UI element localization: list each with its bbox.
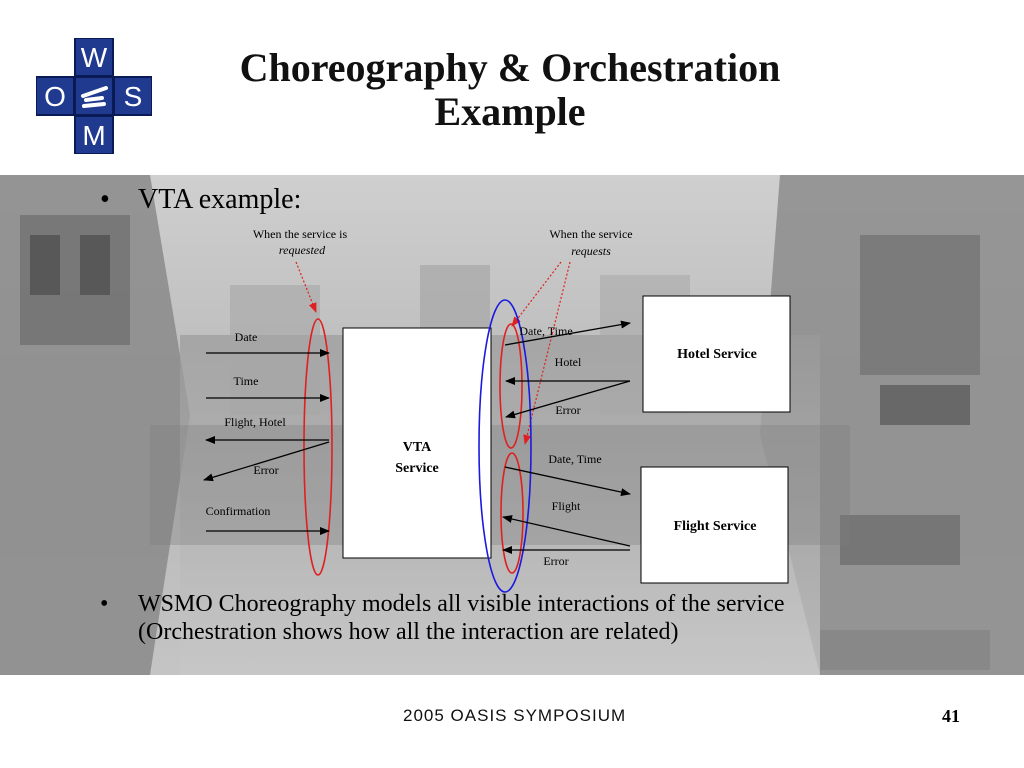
pointer-requested: [295, 261, 317, 313]
bullet-text: VTA example:: [138, 184, 302, 215]
annotation-requested-line1: When the service is: [253, 227, 348, 241]
bullet-wsmo-choreography: • WSMO Choreography models all visible i…: [100, 590, 980, 646]
label-date-time-2: Date, Time: [548, 452, 601, 466]
label-flight-hotel: Flight, Hotel: [224, 415, 286, 429]
background-photo: [0, 175, 1024, 675]
logo-letter-o: O: [44, 81, 66, 112]
logo-letter-w: W: [81, 42, 108, 73]
vta-label-line1: VTA: [403, 440, 432, 455]
label-error-left: Error: [253, 463, 278, 477]
arrow-hotel-error: [505, 380, 631, 419]
hotel-service-label: Hotel Service: [677, 347, 757, 362]
bullet-dot: •: [100, 184, 110, 215]
wsmo-logo: W O S M: [36, 38, 152, 154]
bullet-text-line2: (Orchestration shows how all the interac…: [138, 619, 679, 645]
slide-title-line1: Choreography & Orchestration: [239, 45, 781, 90]
annotation-requested-line2: requested: [279, 243, 326, 257]
vta-service-box: [342, 327, 492, 559]
bullet-vta-example: • VTA example:: [100, 184, 301, 216]
arrow-date-time-flight: [504, 466, 631, 497]
logo-letter-s: S: [124, 81, 143, 112]
arrow-flight-response: [502, 515, 631, 547]
flight-service-label: Flight Service: [674, 519, 757, 534]
annotation-requests-line2: requests: [571, 244, 611, 258]
slide-title: Choreography & Orchestration Example: [170, 46, 850, 134]
bullet-dot: •: [100, 591, 109, 617]
vta-label-line2: Service: [395, 461, 439, 476]
hotel-interaction-ellipse: [499, 323, 523, 449]
slide-title-line2: Example: [434, 89, 586, 134]
label-time: Time: [234, 374, 259, 388]
annotation-requests-line1: When the service: [549, 227, 632, 241]
hotel-service-box: [642, 295, 791, 413]
orchestration-ellipse: [478, 299, 532, 593]
footer-text: 2005 OASIS Symposium: [403, 706, 627, 725]
pointer-requests-1: [511, 261, 562, 327]
label-flight: Flight: [552, 499, 581, 513]
label-date: Date: [235, 330, 258, 344]
arrow-error-left: [203, 441, 330, 482]
arrow-date-time-hotel: [504, 320, 631, 346]
flight-service-box: [640, 466, 789, 584]
label-hotel: Hotel: [555, 355, 582, 369]
label-error-1: Error: [555, 403, 580, 417]
label-date-time-1: Date, Time: [519, 324, 572, 338]
logo-letter-m: M: [82, 120, 105, 151]
page-number: 41: [942, 706, 960, 726]
flight-interaction-ellipse: [500, 452, 524, 574]
pointer-requests-2: [523, 261, 571, 445]
label-confirmation: Confirmation: [206, 504, 271, 518]
requested-ellipse: [303, 318, 333, 576]
label-error-2: Error: [543, 554, 568, 568]
bullet-text-line1: WSMO Choreography models all visible int…: [138, 591, 785, 617]
